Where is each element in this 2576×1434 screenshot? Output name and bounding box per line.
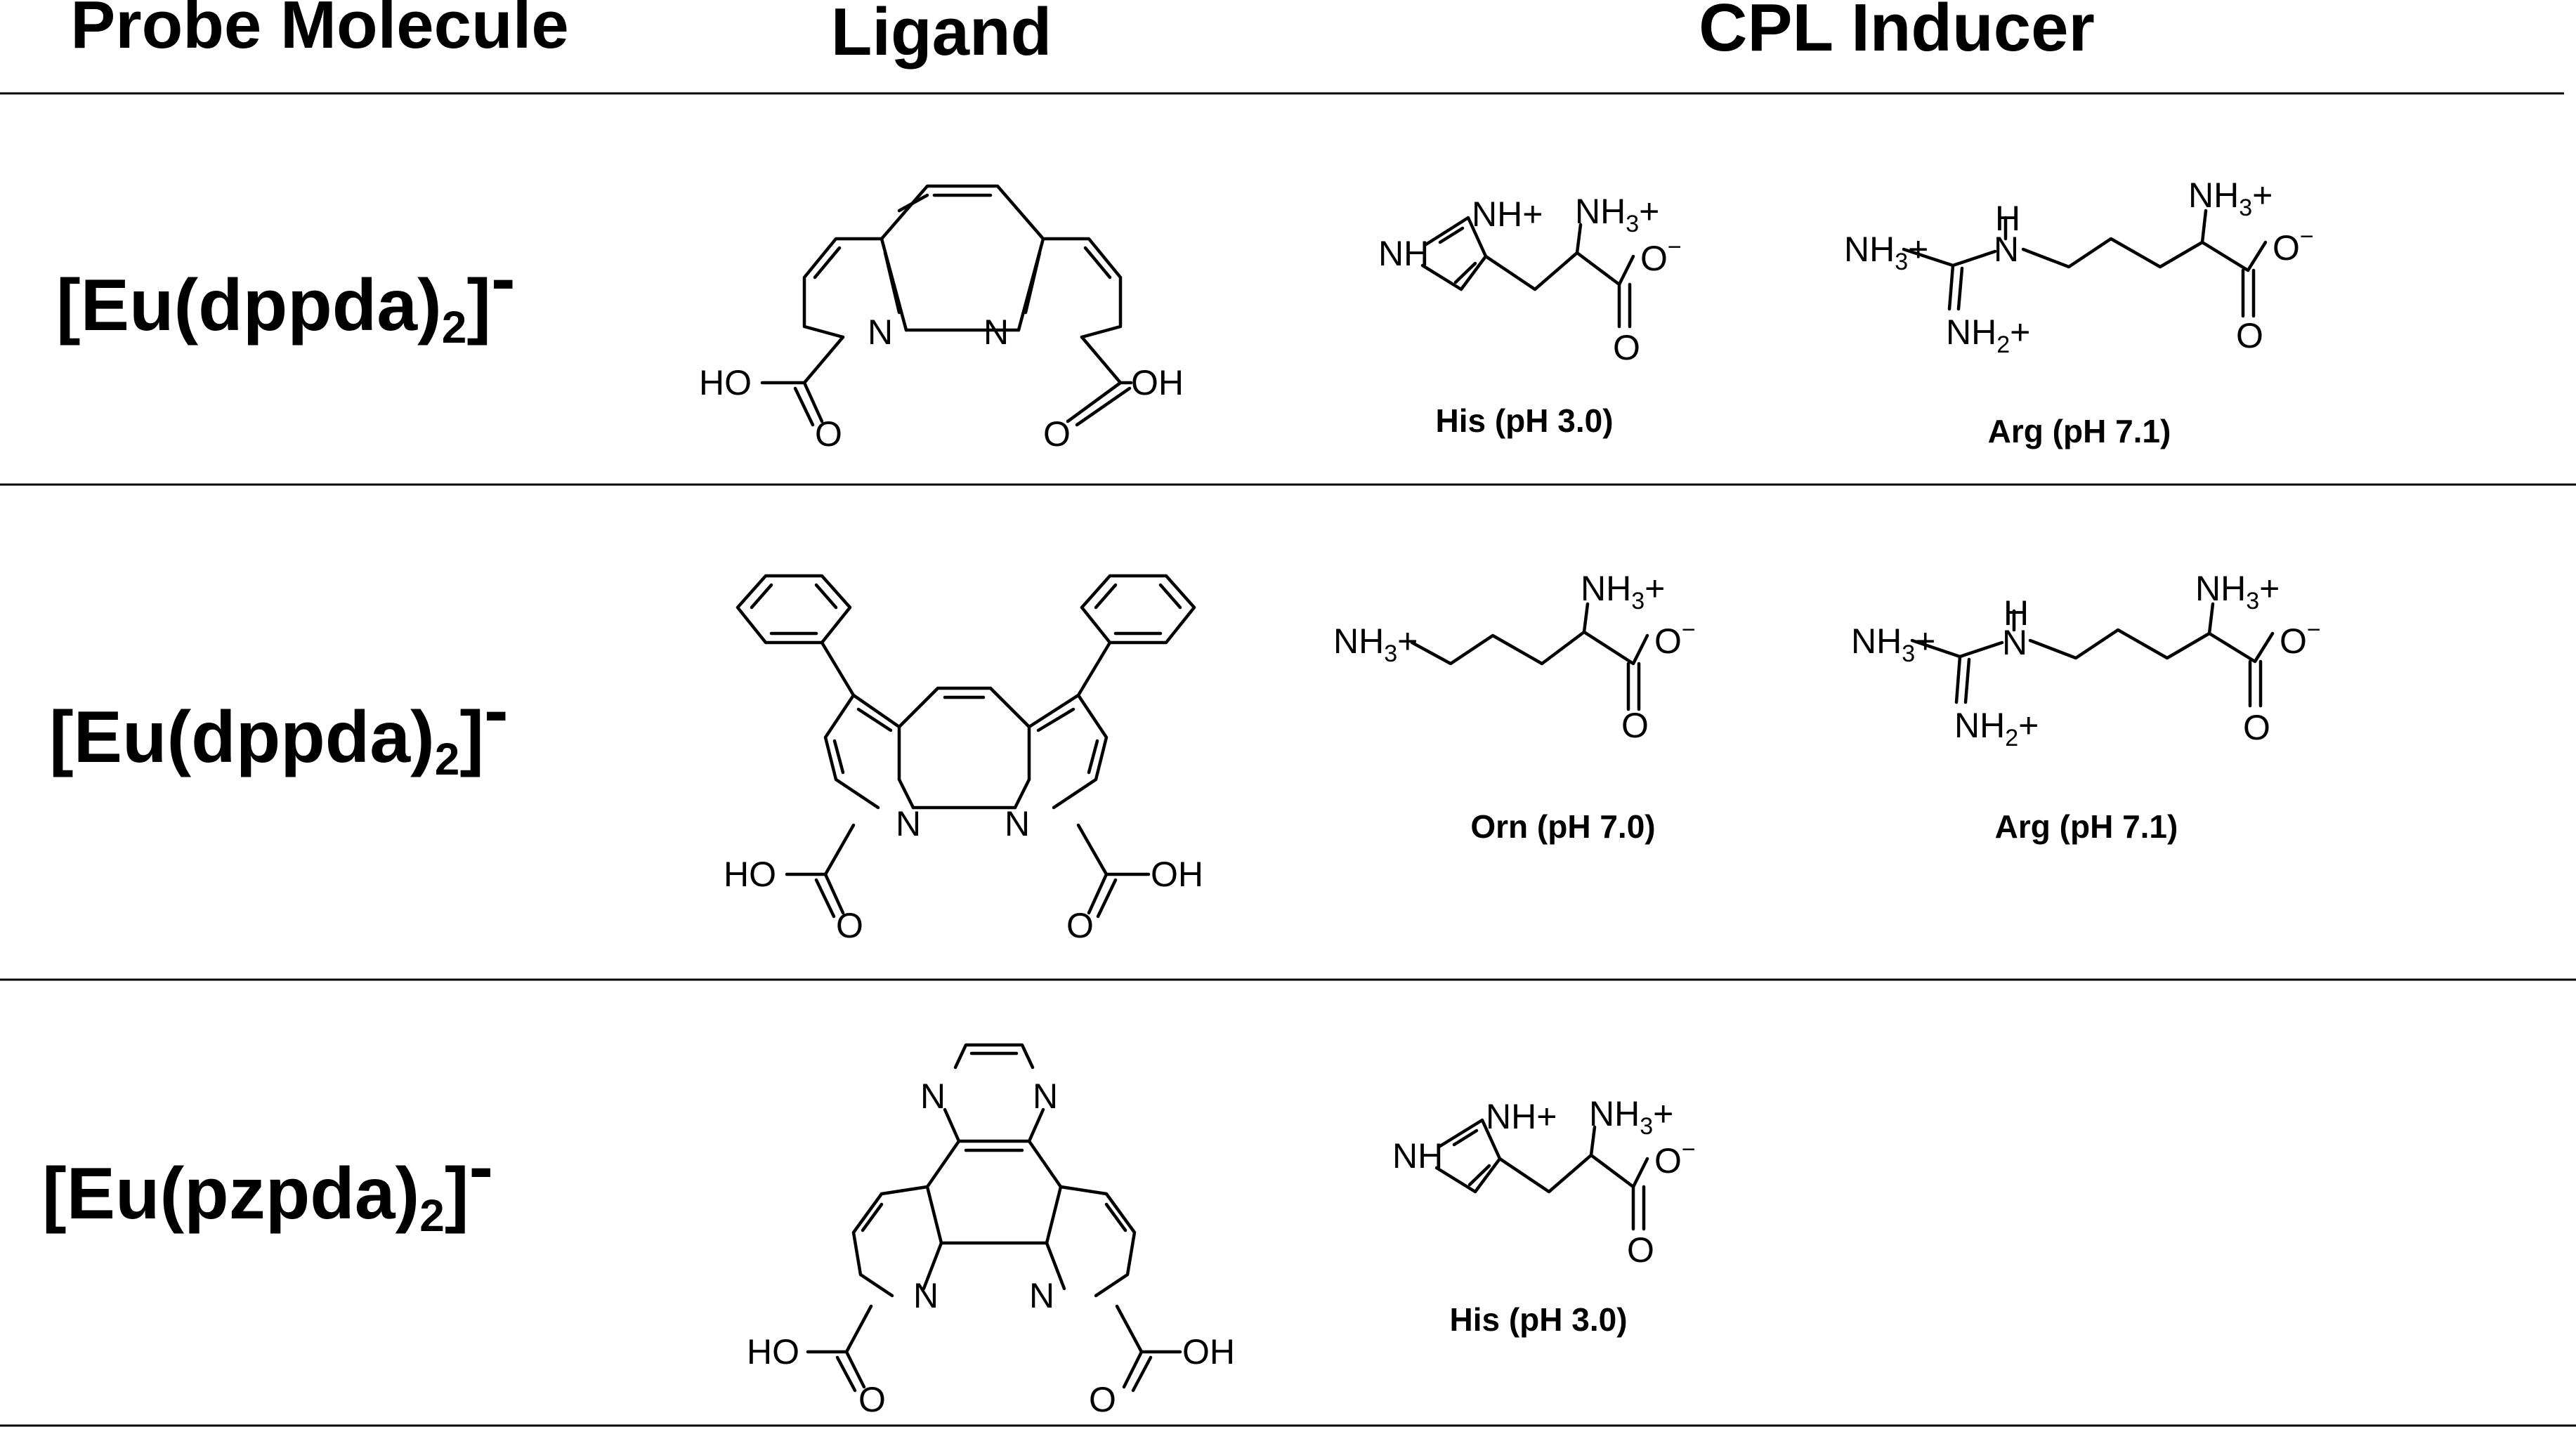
atom-label: NH2+ (1946, 313, 2030, 358)
atom-label: O (2236, 316, 2263, 355)
inducer-caption: His (pH 3.0) (1435, 402, 1613, 439)
inducer-structure: NH3+ NH3+ O− O Orn (pH 7.0) (1333, 569, 1696, 845)
atom-label: NH3+ (2188, 176, 2273, 221)
atom-label: NH (1378, 234, 1429, 273)
atom-label: HO (747, 1332, 799, 1371)
atom-label: O (815, 414, 842, 454)
atom-label: NH3+ (1575, 192, 1659, 237)
ligand-structure: N N HO OH O O (699, 184, 1184, 454)
header-ligand: Ligand (831, 0, 1052, 70)
inducer-structure: NH3+ H N NH2+ NH3+ O− O Arg (pH 7.1) (1844, 176, 2314, 449)
atom-label: N (913, 1276, 939, 1315)
probe-label: [Eu(dppda)2]- (49, 670, 509, 784)
atom-label: NH3+ (1851, 621, 1935, 667)
atom-label: O− (1654, 617, 1696, 661)
atom-label: O (1613, 328, 1640, 367)
atom-label: N (1029, 1276, 1054, 1315)
ligand-structure: N N HO OH O O (724, 574, 1203, 945)
atom-label: O (1066, 906, 1094, 945)
atom-label: OH (1182, 1332, 1235, 1371)
atom-label: N (1994, 230, 2019, 269)
atom-label: HO (724, 855, 776, 894)
atom-label: N (1033, 1077, 1058, 1116)
atom-label: N (1005, 804, 1030, 843)
inducer-structure: NH NH+ NH3+ O− O His (pH 3.0) (1392, 1094, 1696, 1338)
inducer-structure: NH NH+ NH3+ O− O His (pH 3.0) (1378, 192, 1682, 439)
ligand-structure: N N N N HO OH O O (747, 1043, 1235, 1419)
atom-label: NH (1392, 1136, 1443, 1176)
atom-label: NH3+ (1333, 621, 1418, 667)
atom-label: N (896, 804, 921, 843)
inducer-caption: His (pH 3.0) (1449, 1301, 1627, 1338)
atom-label: N (920, 1077, 946, 1116)
probe-label: [Eu(pzpda)2]- (42, 1126, 493, 1241)
inducer-caption: Arg (pH 7.1) (1995, 808, 2178, 845)
atom-label: H (2003, 593, 2029, 633)
header-inducer: CPL Inducer (1699, 0, 2095, 65)
probe-label: [Eu(dppda)2]- (56, 238, 516, 353)
atom-label: O (2243, 708, 2270, 747)
atom-label: N (983, 313, 1009, 352)
atom-label: NH3+ (1581, 569, 1665, 614)
atom-label: NH3+ (1844, 230, 1928, 275)
atom-label: NH+ (1486, 1097, 1557, 1136)
atom-label: NH2+ (1954, 706, 2039, 751)
atom-label: NH3+ (1589, 1094, 1673, 1140)
atom-label: N (868, 313, 893, 352)
atom-label: N (2002, 623, 2027, 662)
atom-label: OH (1151, 855, 1203, 894)
inducer-caption: Orn (pH 7.0) (1470, 808, 1655, 845)
atom-label: O− (2280, 617, 2321, 661)
atom-label: O (1621, 706, 1649, 745)
atom-label: OH (1131, 363, 1184, 402)
atom-label: HO (699, 363, 752, 402)
atom-label: O− (1640, 234, 1682, 278)
atom-label: O (1089, 1380, 1116, 1419)
atom-label: O (1627, 1230, 1654, 1270)
atom-label: O− (1654, 1136, 1696, 1180)
atom-label: O (858, 1380, 886, 1419)
atom-label: O− (2273, 223, 2314, 268)
atom-label: H (1995, 199, 2020, 238)
atom-label: NH+ (1472, 195, 1543, 234)
header-probe: Probe Molecule (70, 0, 569, 63)
inducer-caption: Arg (pH 7.1) (1988, 413, 2171, 449)
atom-label: O (836, 906, 863, 945)
inducer-structure: NH3+ H N NH2+ NH3+ O− O Arg (pH 7.1) (1851, 569, 2321, 845)
atom-label: NH3+ (2195, 569, 2280, 614)
atom-label: O (1043, 414, 1071, 454)
